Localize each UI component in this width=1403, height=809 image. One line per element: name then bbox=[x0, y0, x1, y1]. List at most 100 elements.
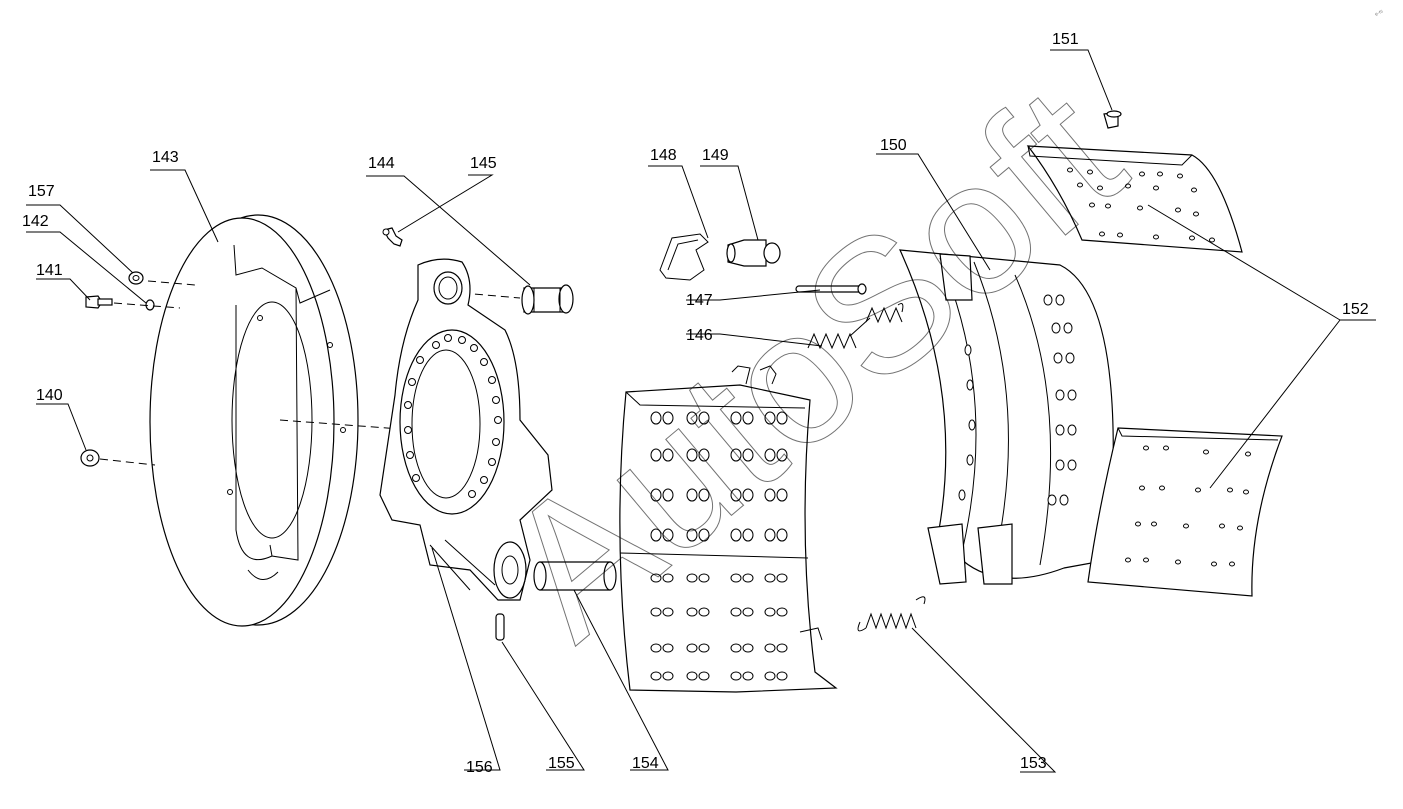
rivet-hole bbox=[1067, 459, 1077, 471]
rivet-hole bbox=[742, 448, 754, 462]
rivet-hole bbox=[1203, 449, 1209, 455]
rivet-hole bbox=[1125, 183, 1131, 189]
rivet-hole bbox=[1135, 521, 1141, 527]
rivet-hole bbox=[966, 379, 974, 391]
rivet-hole bbox=[698, 448, 710, 462]
callout-155: 155 bbox=[548, 755, 575, 772]
rivet-hole bbox=[686, 448, 698, 462]
part-150-shoe bbox=[899, 249, 1114, 585]
centerline-main-axis bbox=[279, 419, 481, 436]
part-144-bushing bbox=[521, 284, 574, 315]
rivet-hole bbox=[1227, 487, 1233, 493]
part-140-washer bbox=[80, 449, 100, 467]
corner-mark: e‑rc bbox=[1374, 8, 1385, 18]
rivet-hole bbox=[730, 488, 742, 502]
rivet-hole bbox=[1099, 231, 1105, 237]
rivet-hole bbox=[686, 643, 698, 653]
part-154-anchor-pin bbox=[533, 561, 617, 591]
rivet-hole bbox=[764, 643, 776, 653]
rivet-hole bbox=[742, 488, 754, 502]
rivet-hole bbox=[662, 607, 674, 617]
rivet-hole bbox=[1053, 352, 1063, 364]
rivet-hole bbox=[1153, 185, 1159, 191]
rivet-hole bbox=[1175, 207, 1181, 213]
rivet-hole bbox=[686, 671, 698, 681]
rivet-hole bbox=[1193, 211, 1199, 217]
rivet-hole bbox=[662, 671, 674, 681]
rivet-hole bbox=[1151, 521, 1157, 527]
rivet-hole bbox=[1211, 561, 1217, 567]
rivet-hole bbox=[686, 607, 698, 617]
centerline-141 bbox=[113, 302, 181, 309]
rivet-hole bbox=[1163, 445, 1169, 451]
rivet-hole bbox=[968, 419, 976, 431]
rivet-hole bbox=[776, 448, 788, 462]
rivet-hole bbox=[1245, 451, 1251, 457]
rivet-hole bbox=[730, 448, 742, 462]
rivet-hole bbox=[742, 573, 754, 583]
rivet-hole bbox=[650, 671, 662, 681]
rivet-hole bbox=[1105, 203, 1111, 209]
rivet-hole bbox=[1189, 235, 1195, 241]
part-149-roller bbox=[726, 239, 781, 267]
rivet-hole bbox=[698, 528, 710, 542]
rivet-hole bbox=[662, 643, 674, 653]
leader-lines bbox=[26, 49, 1376, 773]
rivet-hole bbox=[742, 643, 754, 653]
rivet-hole bbox=[776, 528, 788, 542]
callout-142: 142 bbox=[22, 213, 49, 230]
callout-153: 153 bbox=[1020, 755, 1047, 772]
rivet-hole bbox=[1209, 237, 1215, 243]
rivet-hole bbox=[1195, 487, 1201, 493]
part-141-bolt bbox=[85, 295, 113, 309]
rivet-hole bbox=[686, 411, 698, 425]
rivet-hole bbox=[698, 573, 710, 583]
rivet-hole bbox=[1097, 185, 1103, 191]
rivet-hole bbox=[1047, 494, 1057, 506]
rivet-hole bbox=[1143, 445, 1149, 451]
rivet-hole bbox=[964, 344, 972, 356]
part-157-nut bbox=[128, 271, 144, 285]
part-brake-shoe-front bbox=[619, 365, 838, 693]
centerline-144 bbox=[461, 292, 521, 299]
rivet-hole bbox=[650, 528, 662, 542]
callout-146: 146 bbox=[686, 327, 713, 344]
rivet-hole bbox=[1175, 559, 1181, 565]
callout-149: 149 bbox=[702, 147, 729, 164]
part-145-grease-fitting bbox=[382, 227, 403, 247]
part-142-washer bbox=[145, 299, 155, 311]
rivet-hole bbox=[1051, 322, 1061, 334]
part-155-pin bbox=[495, 613, 505, 641]
part-152-lining-lower bbox=[1087, 427, 1283, 597]
callout-143: 143 bbox=[152, 149, 179, 166]
callout-labels: 143 157 142 141 140 144 145 148 149 147 … bbox=[22, 31, 1369, 776]
rivet-hole bbox=[1243, 489, 1249, 495]
rivet-hole bbox=[764, 448, 776, 462]
rivet-hole bbox=[764, 573, 776, 583]
rivet-hole bbox=[650, 411, 662, 425]
rivet-hole bbox=[1139, 485, 1145, 491]
rivet-hole bbox=[698, 607, 710, 617]
rivet-hole bbox=[1137, 205, 1143, 211]
part-152-lining-upper bbox=[1026, 145, 1243, 253]
rivet-hole bbox=[776, 573, 788, 583]
rivet-hole bbox=[1065, 352, 1075, 364]
rivet-hole bbox=[1077, 182, 1083, 188]
rivet-hole bbox=[1237, 525, 1243, 531]
rivet-hole bbox=[730, 643, 742, 653]
rivet-hole bbox=[742, 411, 754, 425]
rivet-hole bbox=[764, 488, 776, 502]
rivet-hole bbox=[764, 528, 776, 542]
rivet-hole bbox=[1043, 294, 1053, 306]
callout-151: 151 bbox=[1052, 31, 1079, 48]
rivet-hole bbox=[958, 489, 966, 501]
centerline-157 bbox=[147, 280, 196, 286]
rivet-hole bbox=[776, 411, 788, 425]
callout-154: 154 bbox=[632, 755, 659, 772]
callout-140: 140 bbox=[36, 387, 63, 404]
spider-bolt-holes bbox=[404, 334, 502, 498]
rivet-hole bbox=[1153, 234, 1159, 240]
rivet-hole bbox=[1159, 485, 1165, 491]
rivet-hole bbox=[1067, 167, 1073, 173]
